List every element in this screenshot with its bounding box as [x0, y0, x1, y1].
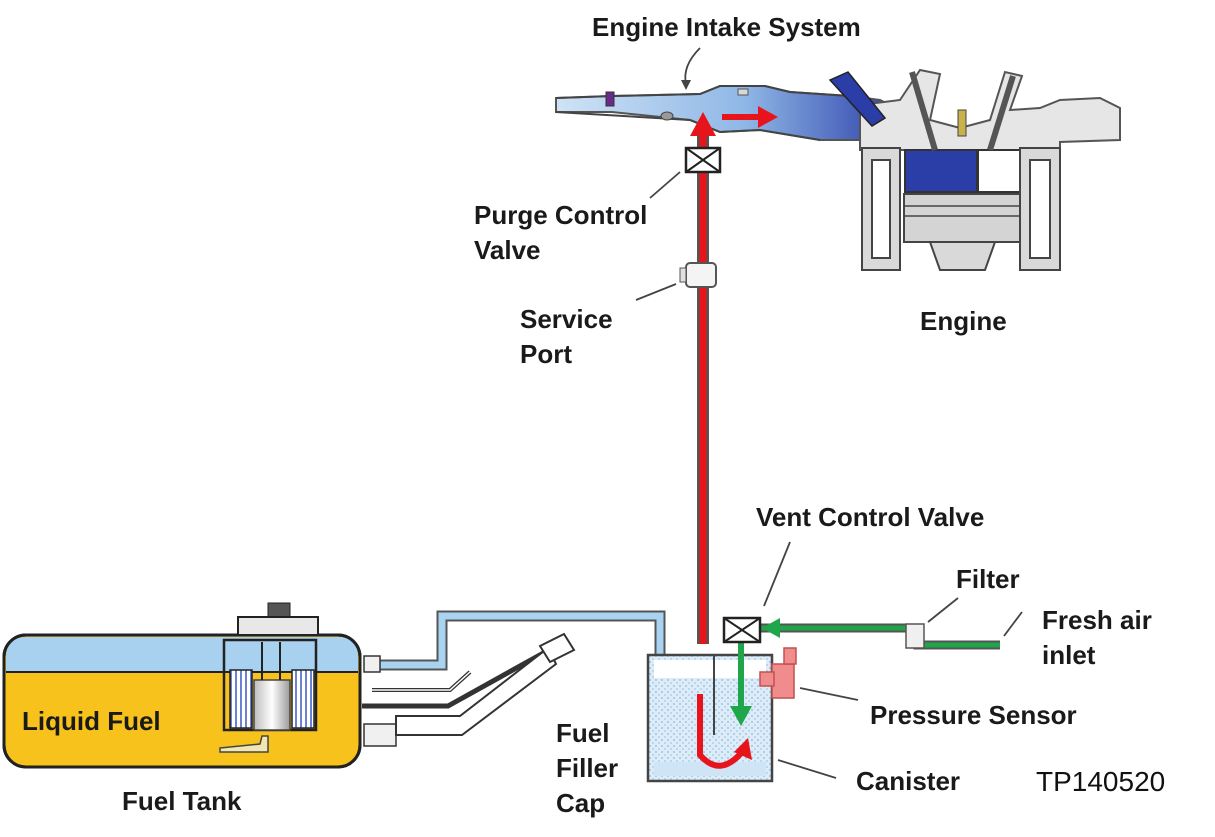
label-fuel-filler-cap-line3: Cap — [556, 788, 606, 818]
engine-block — [828, 68, 1121, 271]
label-engine: Engine — [920, 306, 1007, 336]
label-fresh-air-inlet-line2: inlet — [1042, 640, 1096, 670]
label-liquid-fuel: Liquid Fuel — [22, 706, 161, 736]
canister — [646, 653, 774, 783]
fuel-tank — [2, 602, 362, 769]
intake-manifold — [555, 85, 902, 141]
label-fuel-tank: Fuel Tank — [122, 786, 242, 816]
label-fresh-air-inlet-line1: Fresh air — [1042, 605, 1152, 635]
filler-neck — [362, 632, 576, 747]
label-purge-control-valve-line2: Valve — [474, 235, 541, 265]
purge-control-valve — [684, 146, 722, 174]
purge-line — [690, 106, 778, 644]
label-fuel-filler-cap-line2: Filler — [556, 753, 619, 783]
label-pressure-sensor: Pressure Sensor — [870, 700, 1077, 730]
vapor-line — [380, 610, 666, 671]
label-fuel-filler-cap-line1: Fuel — [556, 718, 610, 748]
label-engine-intake-system: Engine Intake System — [592, 12, 861, 42]
leader-lines — [635, 47, 1023, 779]
label-vent-control-valve: Vent Control Valve — [756, 502, 985, 532]
label-filter: Filter — [956, 564, 1020, 594]
label-canister: Canister — [856, 766, 961, 796]
figure-code: TP140520 — [1036, 766, 1166, 797]
label-purge-control-valve-line1: Purge Control — [474, 200, 648, 230]
pressure-sensor — [759, 647, 797, 699]
label-service-port-line1: Service — [520, 304, 613, 334]
service-port — [679, 262, 717, 288]
fresh-air-line — [730, 618, 1000, 726]
label-service-port-line2: Port — [520, 339, 572, 369]
vent-control-valve — [722, 616, 762, 644]
